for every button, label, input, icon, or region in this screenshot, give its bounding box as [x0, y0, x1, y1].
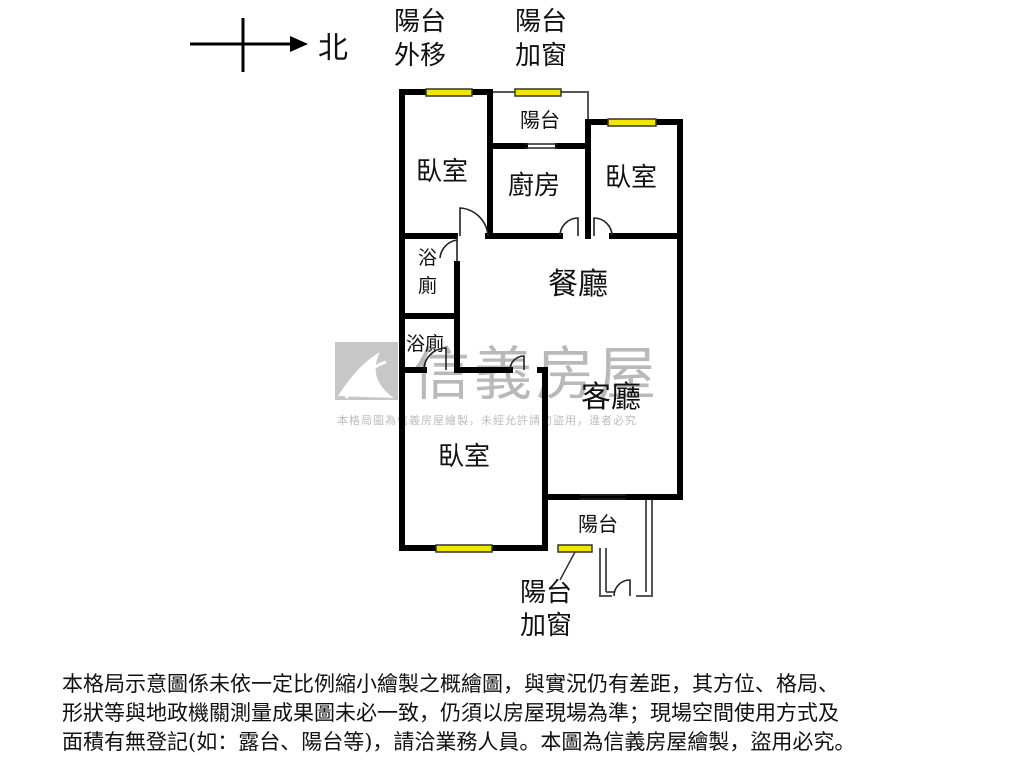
- annotation-balcony-window-top-line2: 加窗: [515, 41, 567, 71]
- label-dining: 餐廳: [548, 267, 608, 302]
- label-kitchen: 廚房: [508, 171, 560, 201]
- annotation-balcony-moved-line2: 外移: [394, 41, 446, 71]
- annotation-balcony-window-bottom-line1: 陽台: [520, 578, 572, 608]
- walls: [399, 89, 683, 551]
- label-bath-1-line1: 浴: [418, 247, 437, 269]
- disclaimer-line-2: 形狀等與地政機關測量成果圖未必一致，仍須以房屋現場為準；現場空間使用方式及: [62, 701, 839, 725]
- label-bath-2: 浴廁: [406, 332, 444, 355]
- watermark: 信義房屋 本格局圖為信義房屋繪製，未經允許請勿盜用，違者必究: [335, 340, 660, 427]
- label-balcony-bottom: 陽台: [578, 512, 618, 536]
- disclaimer: 本格局示意圖係未依一定比例縮小繪製之概繪圖，與實況仍有差距，其方位、格局、 形狀…: [62, 670, 982, 757]
- floor-plan: 北 陽台 外移 陽台 加窗 信義房屋 本格局圖為信義房屋繪製，未經允許請勿盜用，…: [190, 7, 683, 641]
- watermark-brand: 信義房屋: [412, 340, 660, 408]
- doors: [423, 143, 631, 597]
- label-balcony-top: 陽台: [520, 108, 560, 132]
- annotation-balcony-window-bottom-line2: 加窗: [520, 611, 572, 641]
- label-bedroom-top-left: 臥室: [416, 157, 468, 187]
- label-bedroom-top-right: 臥室: [605, 163, 657, 193]
- brand-logo-icon: [335, 342, 398, 400]
- annotation-balcony-window-top-line1: 陽台: [515, 7, 567, 37]
- north-arrow-icon: [190, 18, 308, 72]
- label-living: 客廳: [581, 380, 641, 415]
- label-bath-1-line2: 廁: [418, 274, 437, 297]
- disclaimer-line-1: 本格局示意圖係未依一定比例縮小繪製之概繪圖，與實況仍有差距，其方位、格局、: [62, 672, 839, 696]
- compass-label: 北: [318, 31, 348, 66]
- disclaimer-line-3: 面積有無登記(如：露台、陽台等)，請洽業務人員。本圖為信義房屋繪製，盜用必究。: [62, 730, 856, 754]
- annotation-balcony-moved-line1: 陽台: [394, 7, 446, 37]
- annotation-leader: [559, 551, 576, 581]
- watermark-notice: 本格局圖為信義房屋繪製，未經允許請勿盜用，違者必究: [337, 413, 637, 427]
- label-bedroom-bottom: 臥室: [438, 442, 490, 472]
